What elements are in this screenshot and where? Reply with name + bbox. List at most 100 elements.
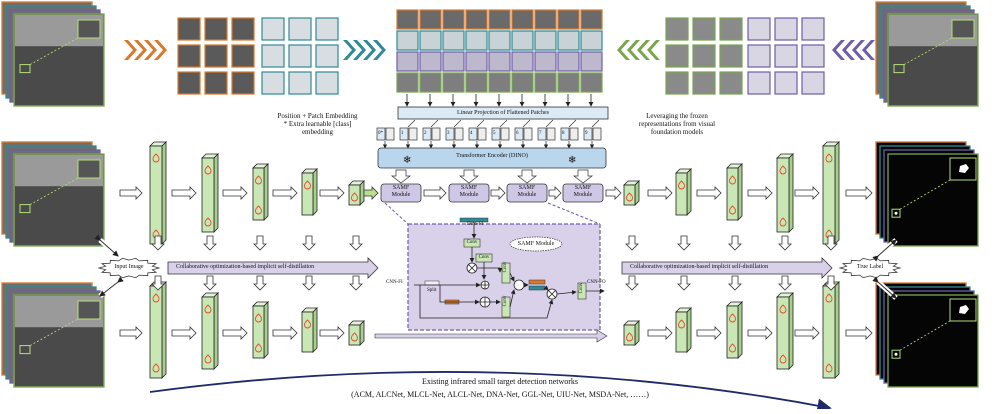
input-image-burst bbox=[97, 257, 161, 279]
linear-projection-box bbox=[397, 106, 609, 120]
token-label-7: 7 bbox=[539, 131, 542, 136]
cnn-bot-enc-3-front bbox=[252, 305, 265, 359]
samf-arrow-3 bbox=[548, 186, 562, 200]
zoom-line-left bbox=[384, 202, 409, 225]
multiply-operator-2-mark bbox=[548, 290, 556, 298]
transformer-encoder-box bbox=[377, 147, 607, 169]
cnn-bot-enc-1-flame-icon-bottom bbox=[152, 363, 160, 373]
cnn-bot-enc-4-flame-icon-top bbox=[304, 319, 311, 329]
stack-mid-left-target-box bbox=[19, 204, 31, 214]
cnn-top-dec-4-side bbox=[788, 153, 794, 233]
line-split-down bbox=[439, 285, 480, 305]
top-enc-arrow-2 bbox=[222, 186, 248, 200]
chevron-green-3 bbox=[647, 40, 660, 60]
cnn-bot-dec-4-front bbox=[776, 296, 790, 370]
top-dec-arrow-2 bbox=[747, 186, 773, 200]
samf-arrow-4 bbox=[605, 186, 622, 200]
cnn-top-enc-4-side bbox=[312, 168, 318, 216]
patch-strip-2-4 bbox=[488, 51, 511, 72]
proj-to-token-1 bbox=[407, 119, 416, 128]
proj-to-token-9 bbox=[591, 119, 600, 128]
patch-strip-3-1 bbox=[419, 72, 442, 93]
patch-strip-3-5 bbox=[511, 72, 534, 93]
down-top-enc-0 bbox=[151, 235, 165, 251]
grid-green-patch-0-2 bbox=[719, 17, 743, 41]
patch-strip-0-1 bbox=[419, 9, 442, 30]
cnn-top-dec-2-flame-icon-top bbox=[678, 180, 685, 190]
token-pos-4 bbox=[468, 127, 478, 141]
cnn-top-enc-3-side bbox=[263, 163, 269, 221]
token-pos-9 bbox=[583, 127, 593, 141]
grid-purple-patch-1-0 bbox=[747, 44, 771, 68]
patch-strip-2-5 bbox=[511, 51, 534, 72]
cnn-top-enc-4-front bbox=[301, 172, 314, 216]
patch-strip-0-7 bbox=[557, 9, 580, 30]
patch-strip-1-4 bbox=[488, 30, 511, 51]
chevron-green-1 bbox=[627, 40, 640, 60]
bot-enc-arrow-3 bbox=[272, 326, 298, 340]
cnn-top-enc-3-flame-icon-top bbox=[255, 175, 262, 185]
grid-purple-patch-2-1 bbox=[774, 71, 798, 95]
grid-teal-patch-1-1 bbox=[288, 44, 312, 68]
grid-teal-patch-0-2 bbox=[315, 17, 339, 41]
top-dec-arrow-3 bbox=[794, 186, 820, 200]
token-pos-6 bbox=[514, 127, 524, 141]
patch-strip-3-3 bbox=[465, 72, 488, 93]
chevron-teal-2 bbox=[363, 40, 376, 60]
label-arrow-top bbox=[872, 239, 897, 262]
grid-purple-patch-2-0 bbox=[747, 71, 771, 95]
down-top-enc-2 bbox=[253, 235, 267, 251]
grid-orange-patch-2-0 bbox=[177, 71, 201, 95]
chevron-orange-3 bbox=[154, 40, 167, 60]
zoom-line-right bbox=[547, 202, 601, 225]
down-bot-dec-4 bbox=[824, 275, 838, 291]
grid-green-patch-0-0 bbox=[665, 17, 689, 41]
cnn-bot-enc-4-side bbox=[312, 307, 318, 353]
input-arrow-top bbox=[94, 234, 119, 257]
top-enc-arrow-5 bbox=[363, 186, 379, 200]
stack-bot-left-target-box bbox=[19, 345, 31, 355]
cnn-top-enc-5-front bbox=[348, 184, 361, 206]
down-bot-dec-3 bbox=[778, 275, 792, 291]
cnn-top-dec-2-front bbox=[675, 172, 688, 216]
collab-arrow-left bbox=[167, 257, 379, 279]
cnn-top-enc-3-flame-icon-bottom bbox=[255, 205, 262, 215]
token-patch-8 bbox=[569, 127, 579, 141]
grid-purple-patch-0-2 bbox=[801, 17, 825, 41]
cnn-fi-feature-a bbox=[424, 280, 440, 286]
stack-mid-right-target-box bbox=[891, 208, 901, 218]
grid-purple-patch-0-1 bbox=[774, 17, 798, 41]
patch-strip-0-2 bbox=[442, 9, 465, 30]
cnn-bot-dec-5-side bbox=[834, 281, 840, 379]
existing-networks-list: (ACM, ALCNet, MLCL-Net, ALCL-Net, DNA-Ne… bbox=[351, 390, 649, 399]
patch-strip-2-3 bbox=[465, 51, 488, 72]
cnn-bot-enc-2-front bbox=[201, 296, 215, 370]
cnn-bot-enc-2-flame-icon-bottom bbox=[204, 354, 212, 364]
patch-strip-0-3 bbox=[465, 9, 488, 30]
token-patch-3 bbox=[454, 127, 464, 141]
cnn-top-dec-5-side bbox=[834, 141, 840, 245]
cnn-top-dec-3-flame-icon-top bbox=[729, 175, 736, 185]
grid-orange-patch-2-2 bbox=[231, 71, 255, 95]
bot-enc-arrow-1 bbox=[171, 326, 197, 340]
grid-purple-patch-1-2 bbox=[801, 44, 825, 68]
down-top-enc-1 bbox=[203, 235, 217, 251]
patch-strip-1-3 bbox=[465, 30, 488, 51]
existing-networks-title: Existing infrared small target detection… bbox=[421, 377, 579, 386]
proj-to-token-4 bbox=[476, 119, 485, 128]
token-label-9: 9 bbox=[585, 131, 588, 136]
cnn-top-dec-3-side bbox=[737, 163, 743, 221]
grid-purple-patch-0-0 bbox=[747, 17, 771, 41]
samf-module-4 bbox=[562, 183, 604, 203]
cnn-bot-dec-5-flame-icon-top bbox=[825, 293, 833, 303]
cnn-top-enc-5-side bbox=[359, 180, 365, 206]
token-patch-5 bbox=[500, 127, 510, 141]
cnn-top-dec-1-side bbox=[634, 180, 640, 206]
cnn-top-dec-2-side bbox=[686, 168, 692, 216]
grid-green-patch-2-0 bbox=[665, 71, 689, 95]
input-image-label: Input Image bbox=[114, 264, 144, 270]
conv-label-1: Conv bbox=[466, 240, 478, 245]
cnn-bot-dec-1-front bbox=[623, 324, 636, 346]
